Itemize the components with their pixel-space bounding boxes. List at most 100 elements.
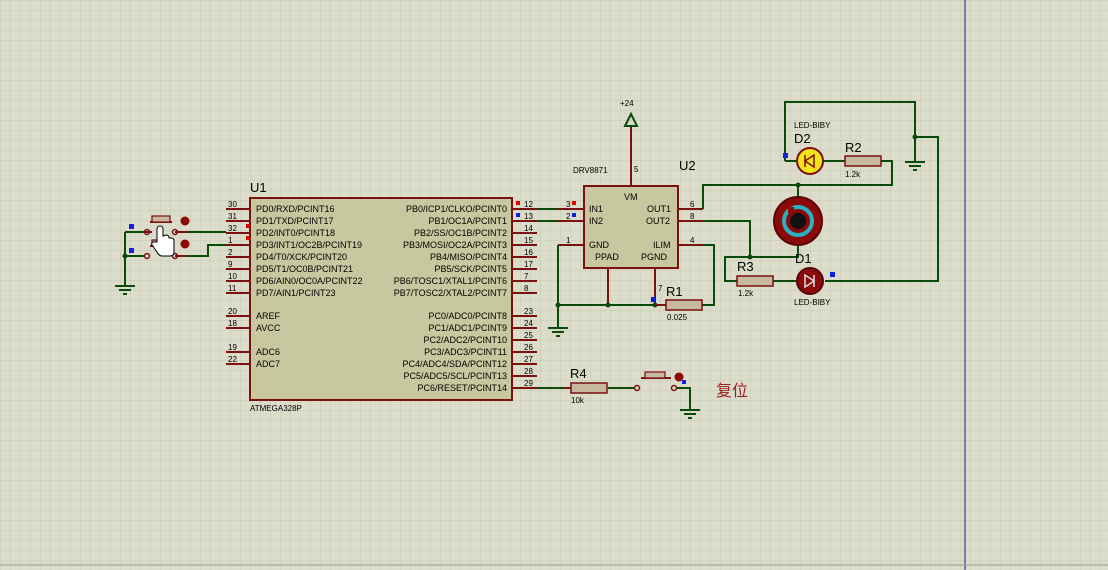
u1-pin-number: 32 [228, 224, 237, 233]
r4-resistor[interactable]: R4 10k [563, 366, 608, 405]
u2-part: DRV8871 [573, 166, 608, 175]
u1-pin-number: 28 [524, 367, 533, 376]
wire-d2-return [784, 101, 916, 161]
u2-in2-state-icon [572, 213, 576, 217]
u2-out2-name: OUT2 [646, 216, 670, 226]
u2-in1-state-icon [572, 201, 576, 205]
u1-pin-number: 25 [524, 331, 533, 340]
u1-pin-number: 11 [228, 284, 237, 293]
u1-pin-name: PB6/TOSC1/XTAL1/PCINT6 [394, 276, 507, 286]
junction-dot [555, 302, 561, 308]
d1-body[interactable] [796, 267, 824, 295]
d2-part: LED-BIBY [794, 121, 831, 130]
u1-pin-number: 23 [524, 307, 533, 316]
u2-out2-num: 8 [690, 212, 695, 221]
u1-pin-number: 30 [228, 200, 237, 209]
supply-arrow-icon [623, 111, 639, 127]
u1-pd2-state-icon [246, 224, 250, 228]
reset-indicator-icon [674, 372, 684, 382]
ground-icon [548, 327, 568, 337]
r2-value: 1.2k [845, 170, 861, 179]
u2-pgnd-name: PGND [641, 252, 668, 262]
u2-pgnd-state-icon [651, 297, 656, 302]
u1-pin-number: 8 [524, 284, 529, 293]
junction-dot [605, 302, 611, 308]
u1-pin-number: 31 [228, 212, 237, 221]
u1-pin-name: PC3/ADC3/PCINT11 [424, 347, 507, 357]
junction-dot [122, 253, 128, 259]
u2-out1-num: 6 [690, 200, 695, 209]
u2-out1-name: OUT1 [647, 204, 671, 214]
d2-led[interactable]: LED-BIBY D2 [783, 121, 831, 175]
d1-led[interactable]: D1 LED-BIBY [794, 251, 835, 307]
u1-pin-number: 13 [524, 212, 533, 221]
u2-in1-num: 3 [566, 200, 571, 209]
r2-resistor[interactable]: R2 1.2k [844, 140, 882, 179]
r4-value: 10k [571, 396, 585, 405]
r2-body[interactable] [844, 155, 882, 167]
r3-ref: R3 [737, 259, 754, 274]
u1-pin-number: 19 [228, 343, 237, 352]
reset-label: 复位 [716, 381, 748, 400]
r1-ref: R1 [666, 284, 683, 299]
u2-vm-label: VM [624, 192, 638, 202]
u1-pin-name: PC6/RESET/PCINT14 [417, 383, 507, 393]
u1-pin-number: 1 [228, 236, 233, 245]
u1-pin-name: PD4/T0/XCK/PCINT20 [256, 252, 347, 262]
u1-pin-name: PD2/INT0/PCINT18 [256, 228, 335, 238]
button-1-state-icon [129, 224, 134, 229]
u1-pin-number: 12 [524, 200, 533, 209]
junction-dot [795, 182, 801, 188]
u1-part: ATMEGA328P [250, 404, 302, 413]
wires [122, 101, 939, 410]
u1-pin-name: PB4/MISO/PCINT4 [430, 252, 507, 262]
u1-ref: U1 [250, 180, 267, 195]
u2-gnd-name: GND [589, 240, 610, 250]
u1-pb1-state-icon [516, 213, 520, 217]
junction-dot [747, 254, 753, 260]
u1-pin-number: 16 [524, 248, 533, 257]
wire-out1-r2 [702, 160, 893, 209]
motor-hub-icon [790, 213, 806, 229]
u2-in2-name: IN2 [589, 216, 603, 226]
u1-pin-name: PB1/OC1A/PCINT1 [428, 216, 507, 226]
wire-d1-return [825, 136, 939, 282]
u1-pin-name: AVCC [256, 323, 281, 333]
u1-pin-name: PB7/TOSC2/XTAL2/PCINT7 [394, 288, 507, 298]
reset-button-cap[interactable] [644, 371, 666, 379]
button-2-state-icon [129, 248, 134, 253]
u1-pin-name: PB5/SCK/PCINT5 [434, 264, 507, 274]
r4-body[interactable] [570, 382, 608, 394]
d2-body[interactable] [796, 147, 824, 175]
button-1[interactable] [129, 215, 190, 236]
u1-pin-number: 17 [524, 260, 533, 269]
u2-body[interactable] [583, 185, 679, 269]
button-1-cap[interactable] [151, 215, 171, 223]
u1-body[interactable] [249, 197, 513, 401]
r1-resistor[interactable]: R1 0.025 [655, 284, 703, 322]
u1-pin-number: 2 [228, 248, 233, 257]
r3-body[interactable] [736, 275, 774, 287]
r1-body[interactable] [665, 299, 703, 311]
u1-pin-number: 20 [228, 307, 237, 316]
u1-pin-name: PB2/SS/OC1B/PCINT2 [414, 228, 507, 238]
u1-pb0-state-icon [516, 201, 520, 205]
motor[interactable] [773, 196, 823, 246]
u2-drv8871[interactable]: U2 DRV8871 VM 5 +24 IN1 3 IN2 2 GND 1 PP… [558, 99, 703, 305]
motor-shaft-icon [788, 207, 794, 213]
motor-rotor-icon [782, 205, 814, 237]
u1-pin-number: 10 [228, 272, 237, 281]
led-arrow-icon [803, 153, 815, 169]
u1-pin-name: ADC6 [256, 347, 280, 357]
r3-resistor[interactable]: R3 1.2k [736, 259, 774, 298]
u1-pin-name: PD3/INT1/OC2B/PCINT19 [256, 240, 362, 250]
u1-pin-name: PC5/ADC5/SCL/PCINT13 [403, 371, 507, 381]
u1-pin-name: PC4/ADC4/SDA/PCINT12 [402, 359, 507, 369]
reset-button[interactable]: 复位 [633, 371, 749, 400]
ground-icon [115, 285, 135, 295]
u2-in1-name: IN1 [589, 204, 603, 214]
u2-in2-num: 2 [566, 212, 571, 221]
